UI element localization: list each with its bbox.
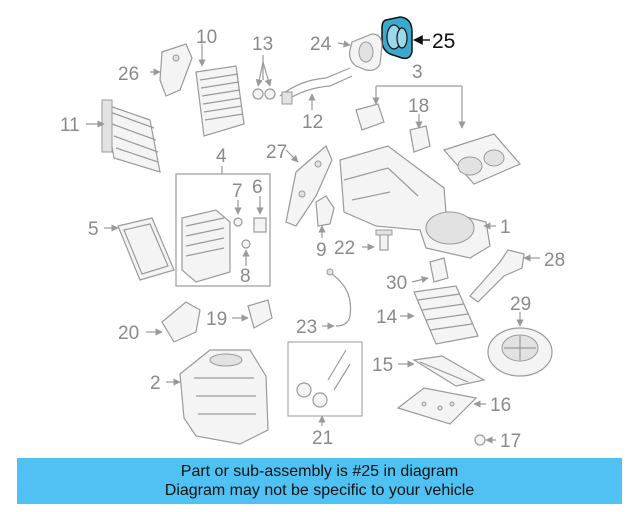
- label-22: 22: [334, 238, 355, 259]
- part-10-evaporator[interactable]: [195, 65, 245, 137]
- label-17: 17: [500, 431, 521, 452]
- part-20-actuator[interactable]: [161, 301, 201, 343]
- label-16: 16: [490, 395, 511, 416]
- part-17-screw[interactable]: [474, 434, 486, 446]
- part-23-cable[interactable]: [326, 268, 352, 327]
- parts-diagram: 25 24 10 26 13 12 3: [60, 16, 565, 452]
- part-1-hvac-housing[interactable]: [339, 145, 491, 259]
- label-28: 28: [544, 250, 565, 271]
- info-banner: Part or sub-assembly is #25 in diagram D…: [17, 458, 622, 504]
- label-27: 27: [266, 142, 287, 163]
- label-19: 19: [206, 309, 227, 330]
- part-13-orings[interactable]: [252, 88, 276, 100]
- part-27-bracket[interactable]: [285, 145, 333, 227]
- label-18: 18: [408, 96, 429, 117]
- label-25: 25: [432, 30, 455, 53]
- label-3: 3: [412, 62, 423, 83]
- part-7[interactable]: [233, 217, 243, 227]
- part-30[interactable]: [429, 257, 449, 283]
- part-9[interactable]: [315, 195, 335, 227]
- part-6[interactable]: [253, 217, 267, 233]
- part-8[interactable]: [241, 239, 251, 249]
- label-30: 30: [386, 273, 407, 294]
- part-11-heater-core[interactable]: [101, 99, 161, 173]
- label-23: 23: [296, 317, 317, 338]
- label-10: 10: [196, 27, 217, 48]
- label-12: 12: [302, 112, 323, 133]
- label-1: 1: [500, 217, 511, 238]
- label-29: 29: [510, 294, 531, 315]
- label-15: 15: [372, 355, 393, 376]
- label-9: 9: [316, 240, 327, 261]
- label-6: 6: [252, 177, 263, 198]
- part-5-filter[interactable]: [117, 217, 175, 281]
- part-3-mode-assembly[interactable]: [442, 133, 521, 185]
- label-4: 4: [216, 146, 227, 167]
- label-5: 5: [88, 219, 99, 240]
- label-7: 7: [232, 181, 243, 202]
- part-25-gasket[interactable]: [381, 16, 413, 60]
- label-20: 20: [118, 323, 139, 344]
- part-15-panel[interactable]: [412, 355, 486, 387]
- part-21-linkage[interactable]: [287, 341, 363, 417]
- label-14: 14: [376, 307, 398, 328]
- label-24: 24: [310, 34, 332, 55]
- part-4-filter-housing[interactable]: [181, 209, 231, 283]
- label-13: 13: [252, 34, 273, 55]
- part-12-pipes[interactable]: [279, 67, 353, 105]
- label-21: 21: [312, 428, 333, 449]
- part-2-housing[interactable]: [179, 349, 269, 445]
- part-16-tray[interactable]: [396, 387, 478, 425]
- part-3-actuator[interactable]: [355, 103, 385, 131]
- part-26-bracket[interactable]: [159, 43, 193, 97]
- label-26: 26: [118, 64, 139, 85]
- label-2: 2: [150, 373, 161, 394]
- banner-line-2: Diagram may not be specific to your vehi…: [164, 482, 475, 499]
- part-22-bolt[interactable]: [375, 229, 393, 251]
- part-24-seal[interactable]: [349, 33, 383, 71]
- part-29-blower-motor[interactable]: [487, 327, 553, 377]
- label-8: 8: [240, 266, 251, 287]
- banner-line-1: Part or sub-assembly is #25 in diagram: [180, 463, 459, 480]
- label-11: 11: [60, 115, 80, 136]
- part-19-bracket[interactable]: [247, 299, 273, 329]
- part-18-clip[interactable]: [409, 125, 431, 153]
- part-28-bracket[interactable]: [469, 249, 525, 303]
- part-14-filter[interactable]: [413, 285, 479, 345]
